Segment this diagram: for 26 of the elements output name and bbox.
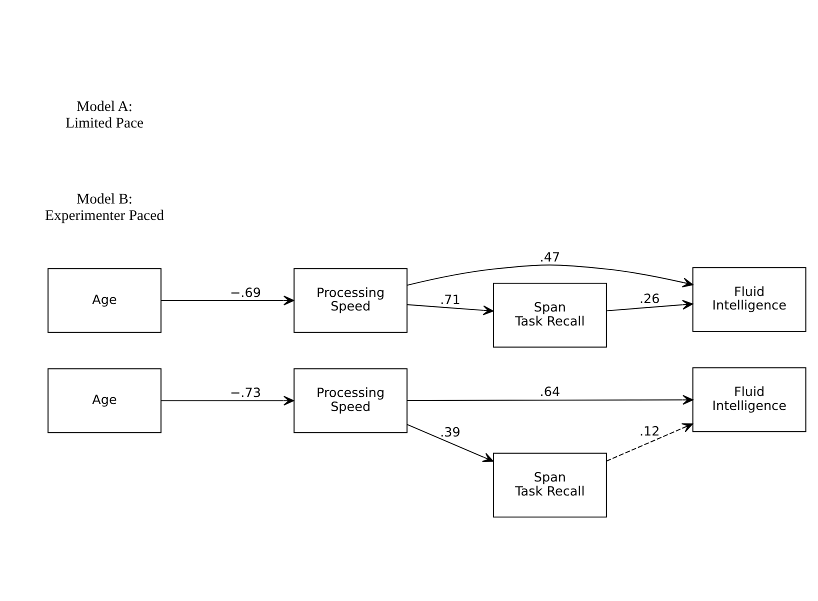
- arrow: [406, 394, 694, 405]
- edge-label: .47: [540, 250, 560, 266]
- edge-label: .71: [440, 292, 460, 308]
- arrow: [606, 300, 694, 312]
- node-box: Age: [48, 268, 162, 333]
- arrow: [406, 304, 494, 316]
- arrow: [406, 424, 494, 462]
- edge-label: .39: [440, 425, 460, 440]
- node-box: Processing Speed: [294, 368, 408, 434]
- arrow: [406, 264, 694, 288]
- arrow: [606, 423, 694, 462]
- node-box: Fluid Intelligence: [692, 267, 806, 332]
- label: Model A: Limited Pace: [65, 98, 144, 132]
- edge-label: −.73: [230, 386, 261, 402]
- label: Model B: Experimenter Paced: [45, 191, 164, 224]
- node-box: Processing Speed: [294, 268, 408, 333]
- arrow: [160, 396, 294, 406]
- edge-label: .64: [540, 385, 560, 400]
- arrow: [160, 296, 294, 306]
- edge-label: .26: [639, 292, 660, 307]
- node-box: Span Task Recall: [492, 452, 607, 518]
- edge-label: .12: [639, 424, 660, 440]
- node-box: Age: [48, 368, 162, 434]
- node-box: Fluid Intelligence: [692, 367, 806, 432]
- node-box: Span Task Recall: [492, 282, 607, 348]
- edge-label: −.69: [230, 286, 261, 301]
